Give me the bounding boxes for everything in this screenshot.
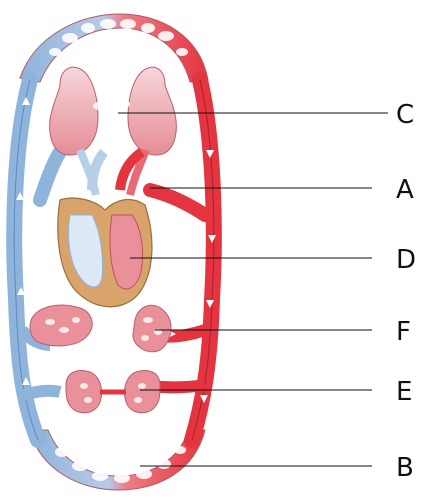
label-b: B xyxy=(396,453,414,483)
kidneys xyxy=(66,371,160,413)
liver xyxy=(30,305,92,346)
upper-capillary-bed xyxy=(20,14,208,82)
label-a: A xyxy=(396,175,414,205)
leader-lines xyxy=(118,113,388,466)
digestive-organ xyxy=(133,305,171,351)
label-f: F xyxy=(396,317,411,347)
diagram-labels: C A D F E B xyxy=(396,100,416,483)
lungs xyxy=(50,67,177,195)
lower-capillary-bed xyxy=(30,430,205,490)
label-c: C xyxy=(396,100,414,130)
label-e: E xyxy=(396,377,412,407)
label-d: D xyxy=(396,245,416,275)
